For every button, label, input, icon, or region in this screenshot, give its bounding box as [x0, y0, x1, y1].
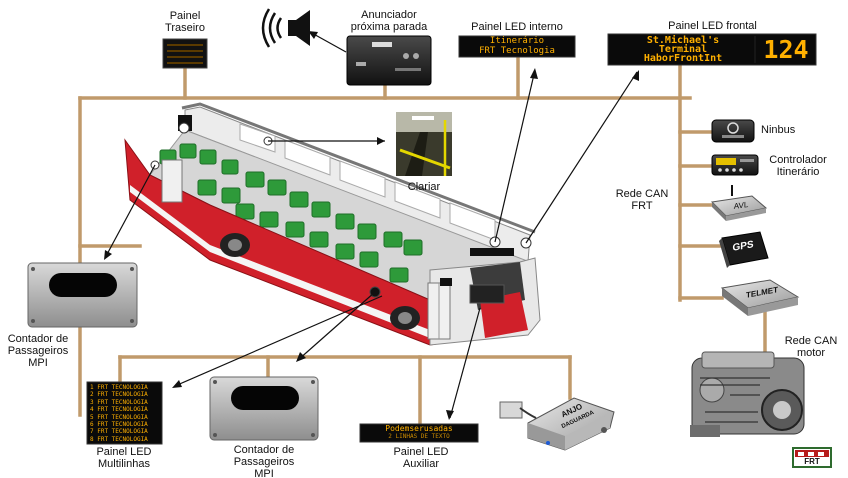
avl-device [710, 185, 768, 221]
multilinhas-line: 8 FRT TECNOLOGIA [90, 435, 148, 443]
multilinhas-line: 3 FRT TECNOLOGIA [90, 398, 148, 406]
label-painel-traseiro: Painel Traseiro [165, 10, 205, 34]
telmet-device [720, 279, 800, 316]
label-painel-led-frontal: Painel LED frontal [668, 20, 757, 32]
anunciador-device [346, 35, 432, 86]
contador-left-device [27, 262, 138, 328]
wiring [78, 56, 767, 424]
led-interno-line1: Itinerário [489, 36, 545, 46]
clariar-photo [396, 112, 452, 176]
label-rede-can-frt: Rede CAN FRT [615, 188, 669, 212]
multilinhas-line: 4 FRT TECNOLOGIA [90, 406, 148, 414]
engine-illustration [690, 351, 805, 437]
label-clariar: Clariar [407, 181, 441, 193]
label-contador-left: Contador de Passageiros MPI [7, 333, 69, 369]
label-painel-auxiliar: Painel LED Auxiliar [393, 446, 449, 470]
multilinhas-line: 6 FRT TECNOLOGIA [90, 421, 148, 429]
pointer-arrowheads [104, 31, 639, 420]
ninbus-device [711, 119, 755, 143]
led-auxiliar-line2: 2 LINHAS DE TEXTO [388, 433, 450, 440]
multilinhas-line: 2 FRT TECNOLOGIA [90, 391, 148, 399]
led-interno-panel [458, 35, 576, 58]
pointer-lines [104, 31, 638, 419]
label-ninbus: Ninbus [761, 124, 796, 136]
contador-bottom-device [209, 376, 319, 441]
label-controlador: Controlador Itinerário [769, 154, 827, 178]
multilinhas-panel [86, 381, 163, 445]
anjo-daguarda-device [499, 397, 615, 451]
led-frontal-line3: HaborFrontInt [643, 53, 723, 64]
controlador-device [711, 154, 759, 176]
label-anunciador: Anunciador próxima parada [350, 9, 428, 33]
label-rede-can-motor: Rede CAN motor [784, 335, 838, 359]
multilinhas-text: 1 FRT TECNOLOGIA 2 FRT TECNOLOGIA 3 FRT … [90, 384, 162, 443]
bus-illustration [124, 102, 541, 346]
multilinhas-line: 7 FRT TECNOLOGIA [90, 428, 148, 436]
speaker-icon [261, 8, 310, 48]
led-frontal-route: 124 [763, 35, 809, 64]
multilinhas-line: 5 FRT TECNOLOGIA [90, 413, 148, 421]
auxiliar-panel [359, 423, 479, 443]
frt-logo-text: FRT [804, 457, 820, 466]
multilinhas-line: 1 FRT TECNOLOGIA [90, 384, 148, 391]
led-frontal-line1: St.Michael's [646, 35, 720, 46]
led-frontal-line2: Terminal [658, 44, 708, 55]
gps-device [719, 231, 769, 268]
frt-logo [792, 447, 832, 468]
painel-traseiro-device [162, 38, 208, 69]
led-interno-line2: FRT Tecnologia [479, 46, 555, 56]
bus-seats [159, 143, 423, 283]
led-auxiliar-line1: Podemserusadas [385, 424, 453, 433]
led-frontal-panel [607, 33, 817, 66]
label-contador-bottom: Contador de Passageiros MPI [233, 444, 295, 478]
label-painel-multilinhas: Painel LED Multilinhas [96, 446, 152, 470]
label-painel-led-interno: Painel LED interno [471, 21, 563, 33]
